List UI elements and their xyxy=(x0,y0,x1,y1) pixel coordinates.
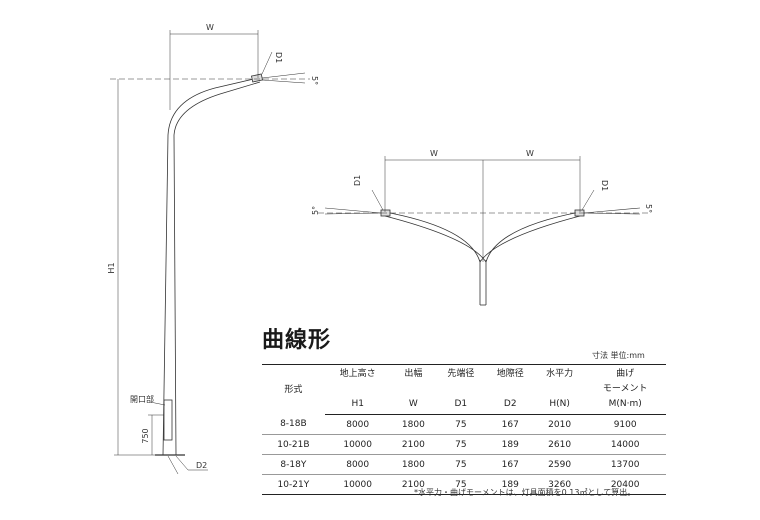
header-height: 地上高さ xyxy=(324,364,391,382)
cell: 9100 xyxy=(584,414,666,435)
header-hn: H(N) xyxy=(534,397,585,415)
double-width-left-label: W xyxy=(430,149,438,158)
header-d2: D2 xyxy=(485,397,535,415)
cell: 10-21B xyxy=(262,434,325,455)
cell: 20400 xyxy=(584,474,666,495)
footnote: *水平力・曲げモーメントは、灯具面積を0.13㎡として算出。 xyxy=(414,488,636,497)
cell: 2610 xyxy=(534,434,585,455)
single-arm-pole-drawing xyxy=(110,30,310,475)
header-moment: モーメント xyxy=(602,384,648,394)
double-arm-pole-drawing xyxy=(318,156,648,306)
opening-box xyxy=(163,399,173,441)
cell: 1800 xyxy=(390,414,437,435)
cell: 2100 xyxy=(390,474,437,495)
table-row: 10-21B 10000 2100 75 189 2610 14000 xyxy=(262,434,666,455)
table-row: 10-21Y 10000 2100 75 189 3260 20400 xyxy=(262,474,666,495)
cell: 10-21Y xyxy=(262,474,325,495)
single-top-dia-label: D1 xyxy=(274,52,283,63)
double-arm-labels: W W D1 D1 5° 5° xyxy=(311,149,653,215)
double-angle-left-label: 5° xyxy=(311,206,320,215)
table-header-row-bottom: H1 W D1 D2 H(N) M(N·m) xyxy=(262,397,666,415)
header-h1: H1 xyxy=(324,397,391,415)
header-top-dia: 先端径 xyxy=(436,364,486,382)
double-top-dia-left-label: D1 xyxy=(353,175,362,186)
single-angle-label: 5° xyxy=(310,76,319,85)
double-width-right-label: W xyxy=(526,149,534,158)
opening-height-label: 750 xyxy=(141,428,150,443)
cell: 189 xyxy=(485,434,535,455)
cell: 2010 xyxy=(534,414,585,435)
header-w: W xyxy=(390,397,437,415)
single-base-dia-label: D2 xyxy=(196,461,207,470)
table-header-row-mid: モーメント xyxy=(262,382,666,397)
cell: 8000 xyxy=(324,414,391,435)
cell: 10000 xyxy=(324,434,391,455)
single-arm-labels: W H1 D1 5° D2 開口部 750 xyxy=(107,23,319,470)
single-width-label: W xyxy=(206,23,214,32)
double-top-dia-right-label: D1 xyxy=(600,180,609,191)
cell: 75 xyxy=(436,454,486,475)
cell: 1800 xyxy=(390,454,437,475)
table-row: 8-18Y 8000 1800 75 167 2590 13700 xyxy=(262,454,666,475)
header-d1: D1 xyxy=(436,397,486,415)
cell: 14000 xyxy=(584,434,666,455)
section-title: 曲線形 xyxy=(262,328,332,353)
cell: 167 xyxy=(485,454,535,475)
header-width: 出幅 xyxy=(390,364,437,382)
cell: 10000 xyxy=(324,474,391,495)
cell: 2590 xyxy=(534,454,585,475)
lamp-line xyxy=(261,72,306,79)
cell: 8-18B xyxy=(262,414,325,435)
cell: 13700 xyxy=(584,454,666,475)
spec-table: 形式 地上高さ 出幅 先端径 地際径 水平力 曲げ モーメント H1 W D1 … xyxy=(262,364,666,495)
cell: 75 xyxy=(436,434,486,455)
double-angle-right-label: 5° xyxy=(644,204,653,213)
units-note: 寸法 単位:mm xyxy=(592,351,645,360)
header-bending: 曲げ xyxy=(584,364,666,382)
table-header-row-top: 形式 地上高さ 出幅 先端径 地際径 水平力 曲げ xyxy=(262,364,666,415)
cell: 2100 xyxy=(390,434,437,455)
cell: 3260 xyxy=(534,474,585,495)
header-base-dia: 地際径 xyxy=(485,364,535,382)
header-model: 形式 xyxy=(262,364,325,415)
cell: 75 xyxy=(436,474,486,495)
opening-label: 開口部 xyxy=(130,394,154,404)
arm-tip xyxy=(251,73,263,83)
pole-shaft xyxy=(162,77,259,456)
single-height-label: H1 xyxy=(107,262,116,273)
header-mnm: M(N·m) xyxy=(584,397,666,415)
cell: 8-18Y xyxy=(262,454,325,475)
table-row: 8-18B 8000 1800 75 167 2010 9100 xyxy=(262,414,666,435)
cell: 8000 xyxy=(324,454,391,475)
header-horizontal-force: 水平力 xyxy=(534,364,585,382)
pole-shaft-inner xyxy=(173,81,261,456)
cell: 75 xyxy=(436,414,486,435)
cell: 189 xyxy=(485,474,535,495)
cell: 167 xyxy=(485,414,535,435)
